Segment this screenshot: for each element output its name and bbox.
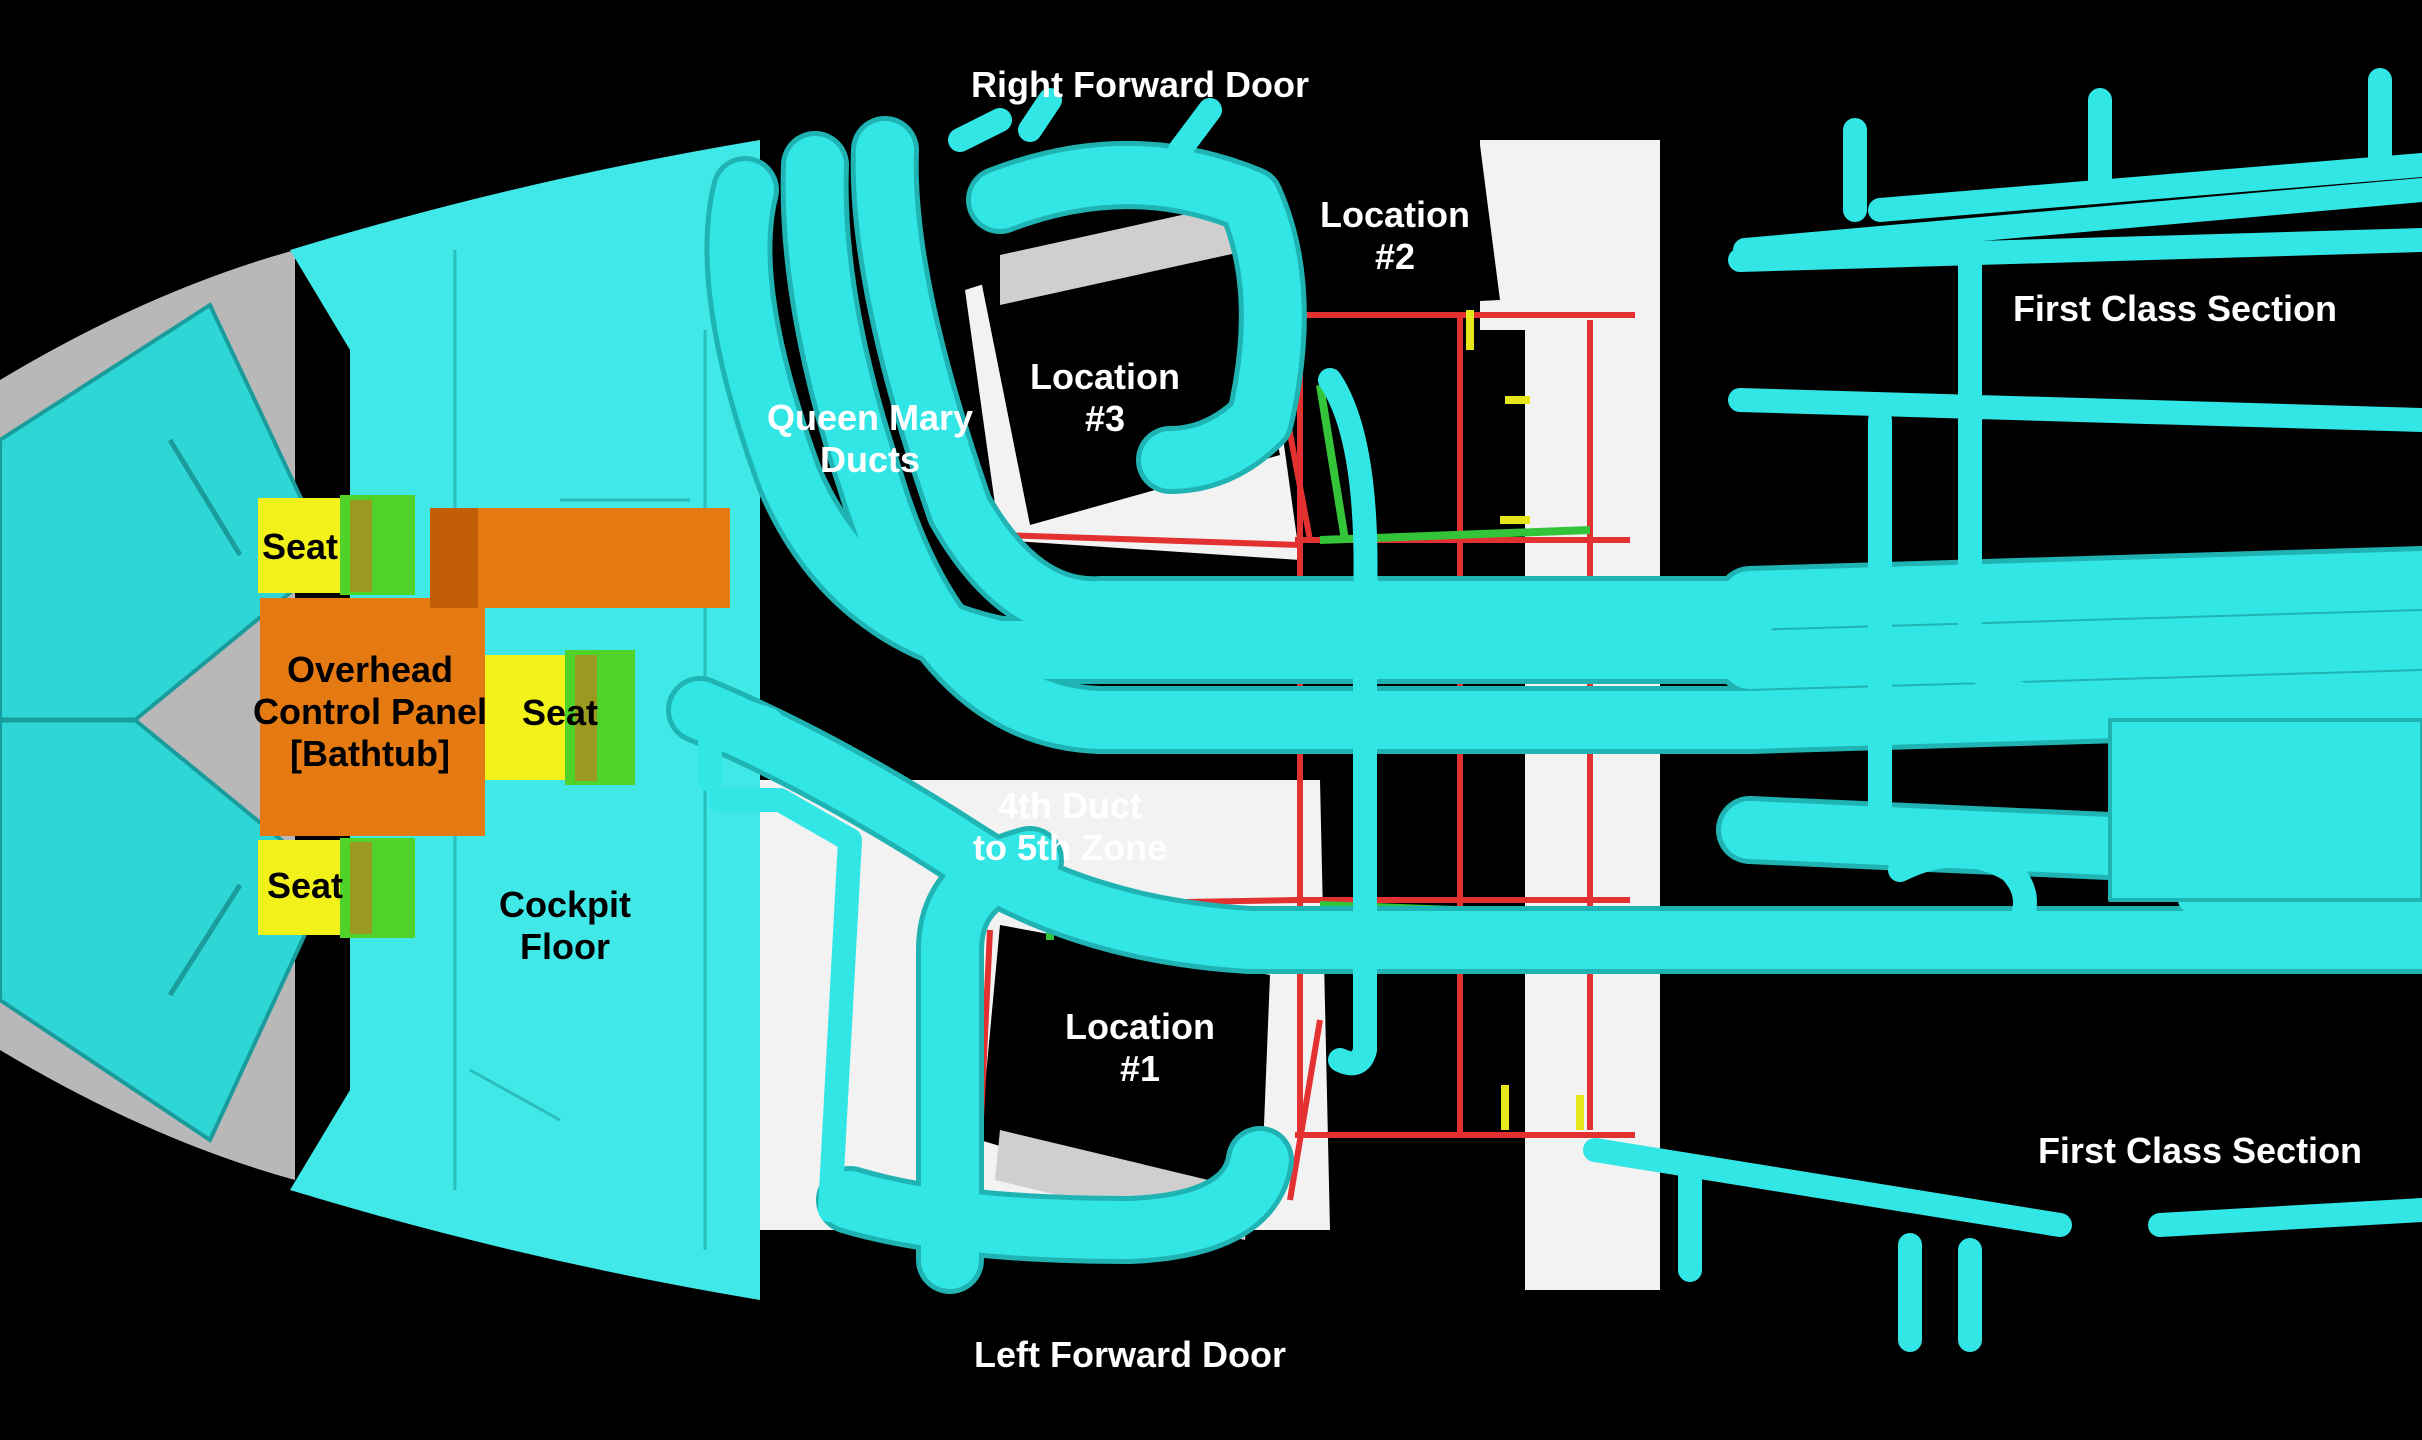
label-location-2-line1: Location: [1320, 194, 1470, 235]
nose-window-frame: [0, 438, 243, 997]
label-overhead-line2: Control Panel: [252, 691, 488, 732]
label-location-3-line2: #3: [1084, 398, 1126, 439]
overhead-control-panel-shape: [260, 598, 485, 836]
label-queen-mary-ducts: Queen Mary Ducts: [750, 397, 990, 481]
label-first-class-top: First Class Section: [2012, 288, 2338, 329]
seat-top-back: [350, 500, 372, 592]
label-overhead-line1: Overhead: [286, 649, 454, 690]
label-location-3: Location #3: [1010, 356, 1200, 440]
label-4th-duct-line1: 4th Duct: [998, 785, 1142, 826]
label-cockpit-floor: Cockpit Floor: [470, 884, 660, 968]
label-right-forward-door: Right Forward Door: [971, 64, 1309, 105]
seat-top-cushion: [258, 498, 348, 593]
seat-middle-back: [575, 655, 597, 781]
panel-extension-shadow: [430, 508, 478, 608]
ducts: [666, 68, 2422, 1352]
seat-middle-cushion: [485, 655, 575, 780]
label-queen-mary-line2: Ducts: [819, 439, 921, 480]
label-location-2: Location #2: [1300, 194, 1490, 278]
right-door-panel: [1000, 200, 1250, 305]
label-location-1-line2: #1: [1119, 1048, 1161, 1089]
label-location-3-line1: Location: [1030, 356, 1180, 397]
label-first-class-bottom: First Class Section: [2037, 1130, 2363, 1171]
panel-extension: [430, 508, 730, 608]
seat-bottom-back: [350, 842, 372, 934]
seat-bottom-cushion: [258, 840, 348, 935]
label-overhead-line3: [Bathtub]: [290, 733, 450, 774]
label-location-2-line2: #2: [1374, 236, 1416, 277]
label-cockpit-floor-line1: Cockpit: [498, 884, 631, 925]
label-location-1-line1: Location: [1065, 1006, 1215, 1047]
label-seat-bottom: Seat: [266, 865, 344, 906]
label-4th-duct: 4th Duct to 5th Zone: [940, 785, 1200, 869]
label-location-1: Location #1: [1045, 1006, 1235, 1090]
label-seat-top: Seat: [261, 526, 339, 567]
nose-cone-inner: [0, 302, 333, 1143]
label-left-forward-door: Left Forward Door: [974, 1334, 1286, 1375]
label-seat-middle: Seat: [521, 692, 599, 733]
label-overhead-control-panel: Overhead Control Panel [Bathtub]: [245, 649, 495, 775]
label-4th-duct-line2: to 5th Zone: [973, 827, 1167, 868]
yellow-brackets: [1466, 310, 1584, 1130]
location2-void: [1280, 145, 1500, 310]
label-cockpit-floor-line2: Floor: [520, 926, 610, 967]
label-queen-mary-line1: Queen Mary: [766, 397, 974, 438]
